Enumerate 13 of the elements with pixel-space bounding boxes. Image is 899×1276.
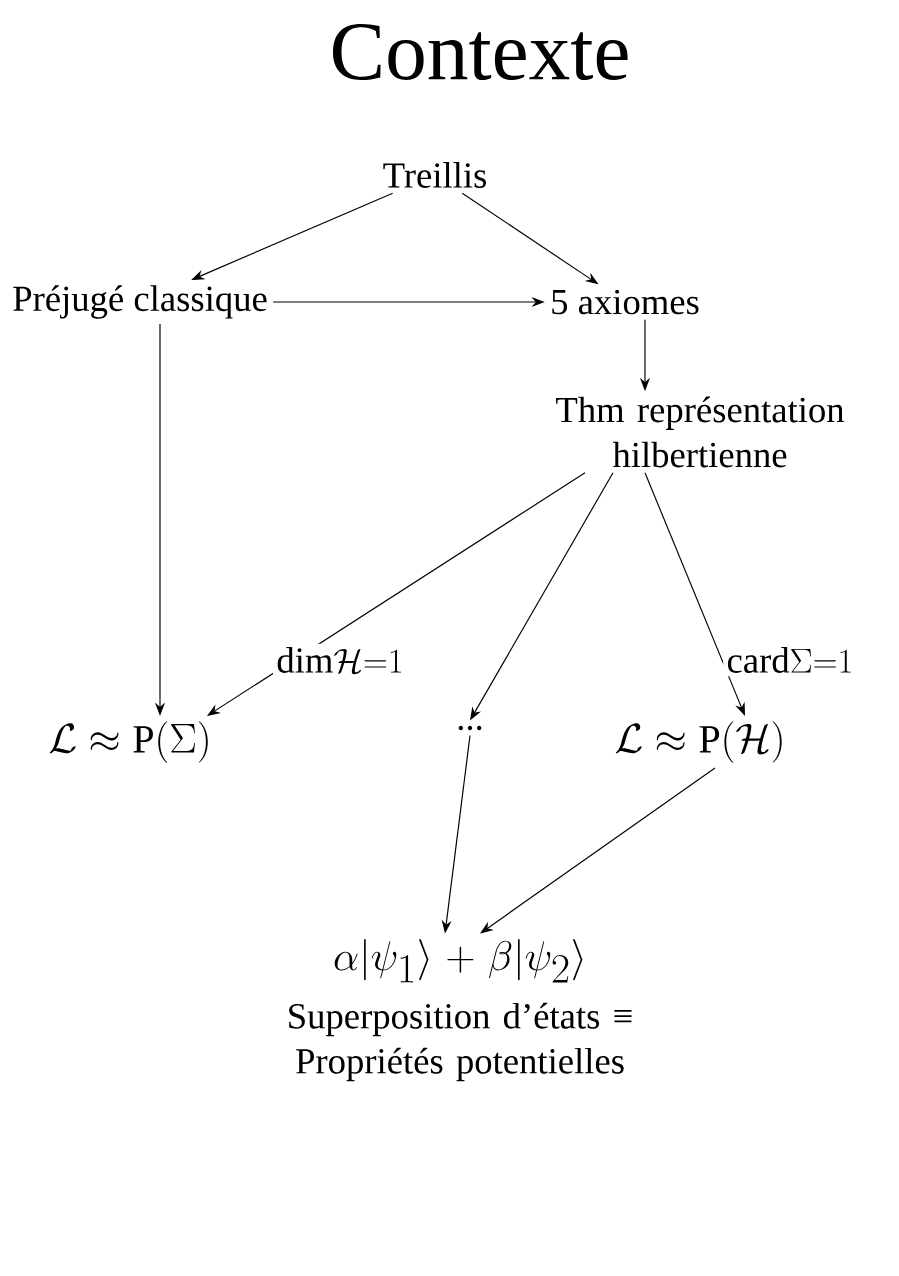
node-text: $\mathcal{L} \approx \mathrm{P}(\mathcal{H})$ [615,721,782,763]
title: Contexte [333,24,628,80]
arrow [644,472,745,716]
edge-label: $\mathrm{dim}\mathcal{H}{=}1$ [273,643,407,677]
node-text: Treillis [383,162,486,188]
node-text: 5 axiomes [552,289,699,315]
node-text: ... [458,725,482,731]
node-text: $\mathcal{L} \approx \mathrm{P}(\Sigma)$ [49,721,208,763]
node-text: Thm représentation hilbertienne [556,396,845,468]
edge-label: $\mathrm{card}\Sigma{=}1$ [723,643,857,677]
node-text: Préjugé classique [13,285,267,319]
arrow [480,767,716,934]
formula-with-caption: $\alpha|\psi_1\rangle + \beta|\psi_2\rangle$ Superposition d’états ≡ Propriétés potentielles [289,938,632,1082]
